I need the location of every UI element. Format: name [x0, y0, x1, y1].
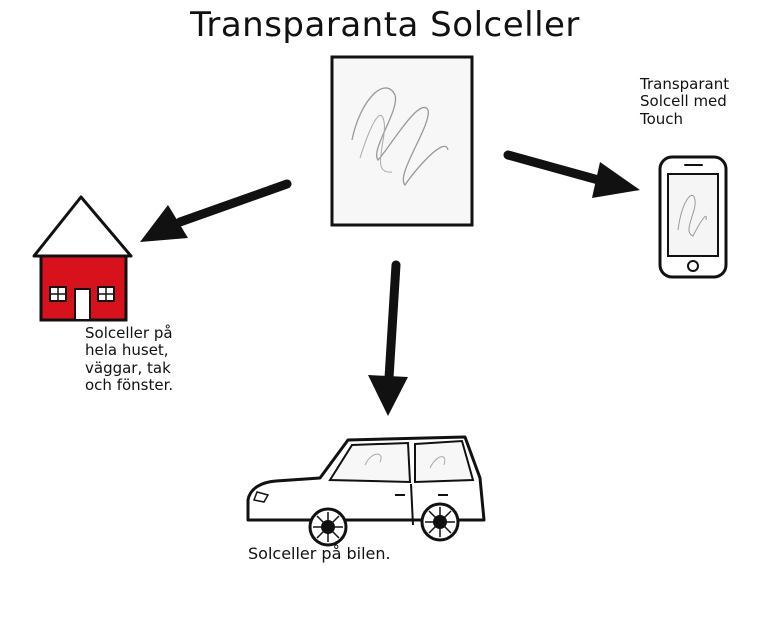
phone-icon [658, 155, 728, 279]
car-icon [246, 435, 486, 547]
window-icon [49, 286, 67, 302]
wheel-icon [308, 507, 348, 547]
window-icon [97, 286, 115, 302]
door-icon [74, 288, 91, 321]
arrow-icon [140, 179, 292, 242]
house-label: Solceller på hela huset, väggar, tak och… [85, 324, 225, 394]
arrow-icon [368, 260, 408, 416]
wheel-icon [420, 502, 460, 542]
phone-label-line: Solcell med [640, 92, 727, 111]
house-label-line: hela huset, [85, 341, 169, 360]
arrow-icon [503, 150, 640, 198]
solar-panel-icon [330, 55, 474, 227]
house-label-line: Solceller på [85, 324, 173, 342]
house-label-line: och fönster. [85, 375, 174, 394]
house-label-line: väggar, tak [85, 358, 171, 377]
phone-label-line: Transparant [640, 75, 730, 93]
car-label: Solceller på bilen. [248, 544, 391, 563]
house-icon [32, 195, 133, 322]
phone-label-line: Touch [640, 109, 684, 128]
phone-label: Transparant Solcell med Touch [640, 75, 765, 128]
diagram-title: Transparanta Solceller [190, 5, 580, 45]
